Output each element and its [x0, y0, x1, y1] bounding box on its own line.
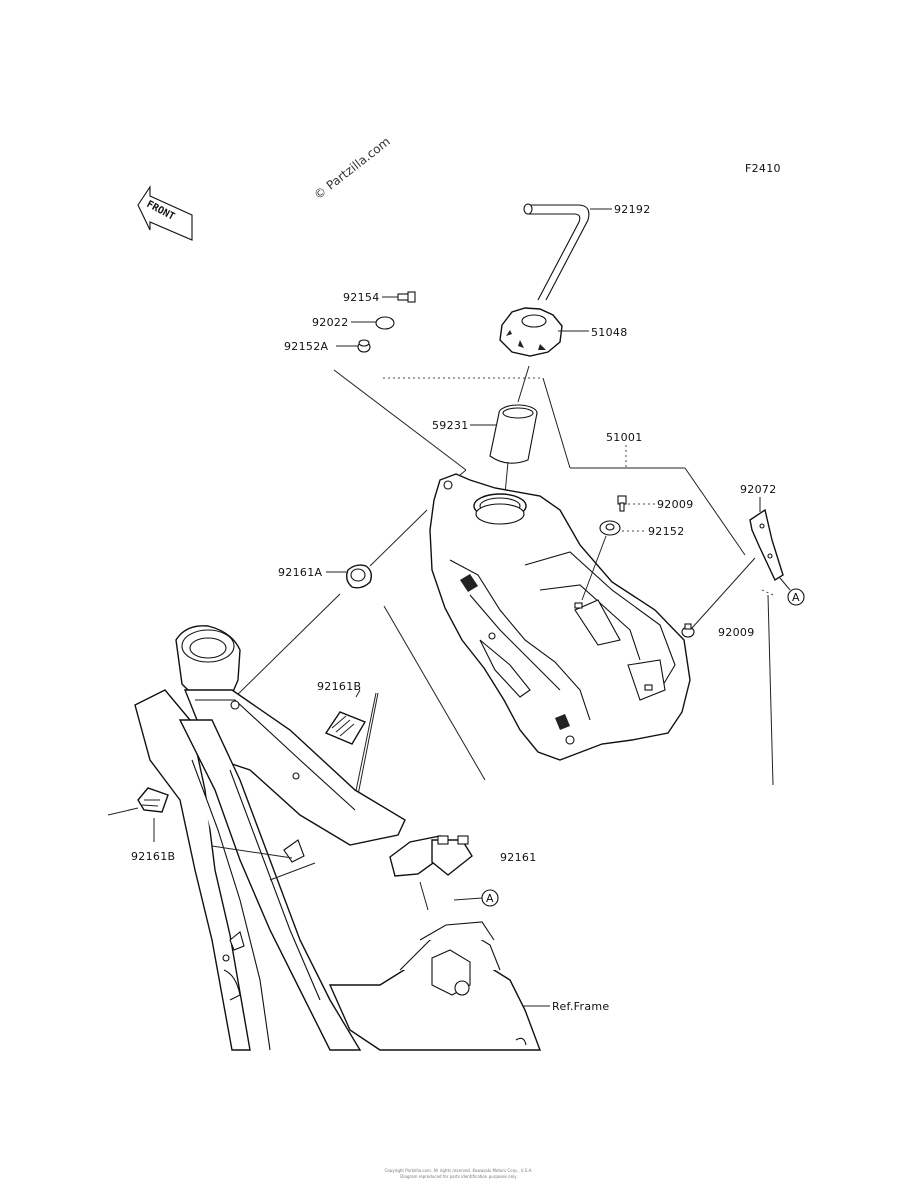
label-59231: 59231 — [432, 419, 469, 432]
bracket-92072 — [749, 508, 784, 582]
label-92152: 92152 — [648, 525, 685, 538]
watermark-text: © Partzilla.com — [311, 134, 393, 202]
damper-92161 — [389, 835, 473, 877]
callout-a-lower — [481, 889, 499, 907]
fuel-tank-51001 — [429, 473, 691, 761]
washer-92022 — [375, 316, 395, 330]
label-92161a: 92161A — [278, 566, 322, 579]
callout-a-right-label: A — [792, 591, 800, 604]
label-92072: 92072 — [740, 483, 777, 496]
fuel-filter-59231 — [489, 404, 538, 464]
label-92154: 92154 — [343, 291, 380, 304]
breather-hose-92192 — [523, 203, 590, 301]
label-92161b-top: 92161B — [317, 680, 361, 693]
label-92022: 92022 — [312, 316, 349, 329]
pad-92161b-top — [324, 711, 367, 745]
label-92009-upper: 92009 — [657, 498, 694, 511]
label-92161b-left: 92161B — [131, 850, 175, 863]
label-92192: 92192 — [614, 203, 651, 216]
pad-92161b-left — [137, 787, 169, 813]
label-92161: 92161 — [500, 851, 537, 864]
label-51048: 51048 — [591, 326, 628, 339]
callout-a-right — [787, 588, 805, 606]
label-ref-frame: Ref.Frame — [552, 1000, 609, 1013]
collar-92152a — [357, 339, 371, 353]
diagram-code: F2410 — [745, 162, 781, 175]
label-51001: 51001 — [606, 431, 643, 444]
label-92009-lower: 92009 — [718, 626, 755, 639]
bolt-92009-lower — [681, 623, 695, 638]
fuel-cap-51048 — [499, 307, 563, 357]
callout-a-lower-label: A — [486, 892, 494, 905]
collar-92152 — [599, 520, 621, 536]
front-arrow-icon: FRONT — [137, 185, 193, 241]
frame-reference — [134, 625, 542, 1051]
bolt-92009-upper — [617, 495, 627, 512]
damper-92161a — [345, 564, 373, 589]
footer-line-2: Diagram reproduced for parts identificat… — [400, 1174, 517, 1179]
footer-line-1: Copyright Partzilla.com. All rights rese… — [384, 1168, 533, 1173]
bolt-92154 — [397, 291, 416, 303]
label-92152a: 92152A — [284, 340, 328, 353]
